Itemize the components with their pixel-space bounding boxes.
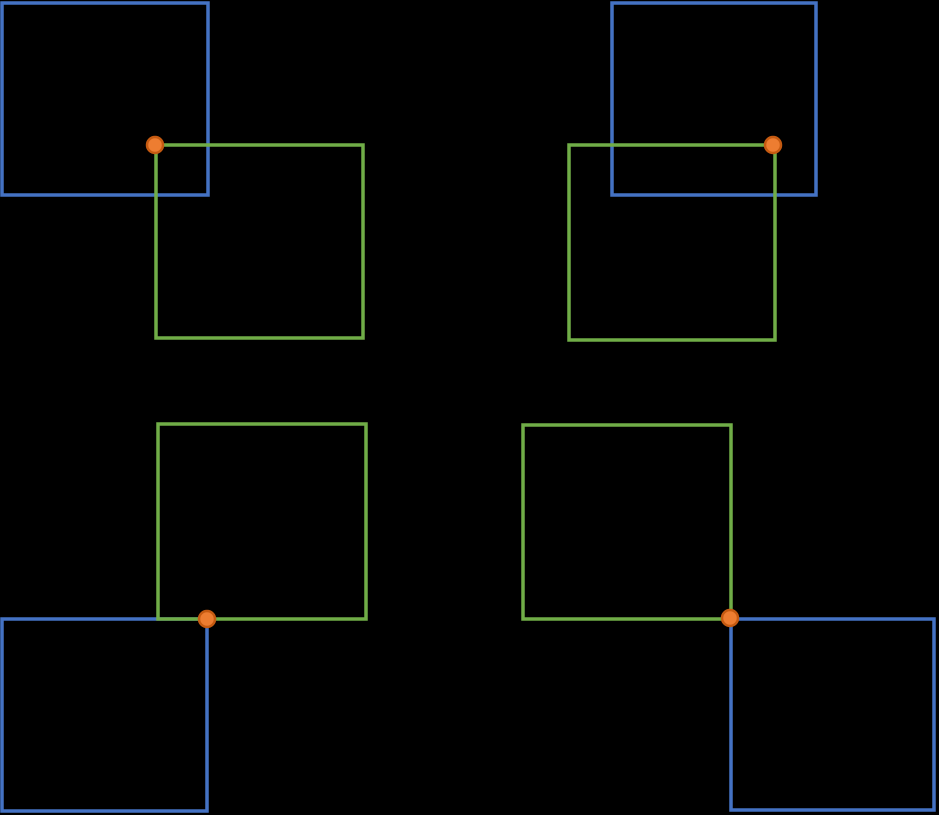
green-rectangle xyxy=(154,143,365,340)
corner-marker-dot xyxy=(763,135,783,155)
corner-marker-dot xyxy=(145,135,165,155)
panel-bottom-left xyxy=(0,422,368,813)
corner-marker-dot xyxy=(720,608,740,628)
panel-bottom-right xyxy=(521,423,936,812)
panel-top-right xyxy=(567,1,818,342)
blue-rectangle xyxy=(0,617,209,813)
green-rectangle xyxy=(521,423,733,621)
blue-rectangle xyxy=(610,1,818,197)
blue-rectangle xyxy=(729,617,936,812)
blue-rectangle xyxy=(0,1,210,197)
panel-top-left xyxy=(0,1,365,340)
green-rectangle xyxy=(567,143,777,342)
corner-marker-dot xyxy=(197,609,217,629)
green-rectangle xyxy=(156,422,368,621)
